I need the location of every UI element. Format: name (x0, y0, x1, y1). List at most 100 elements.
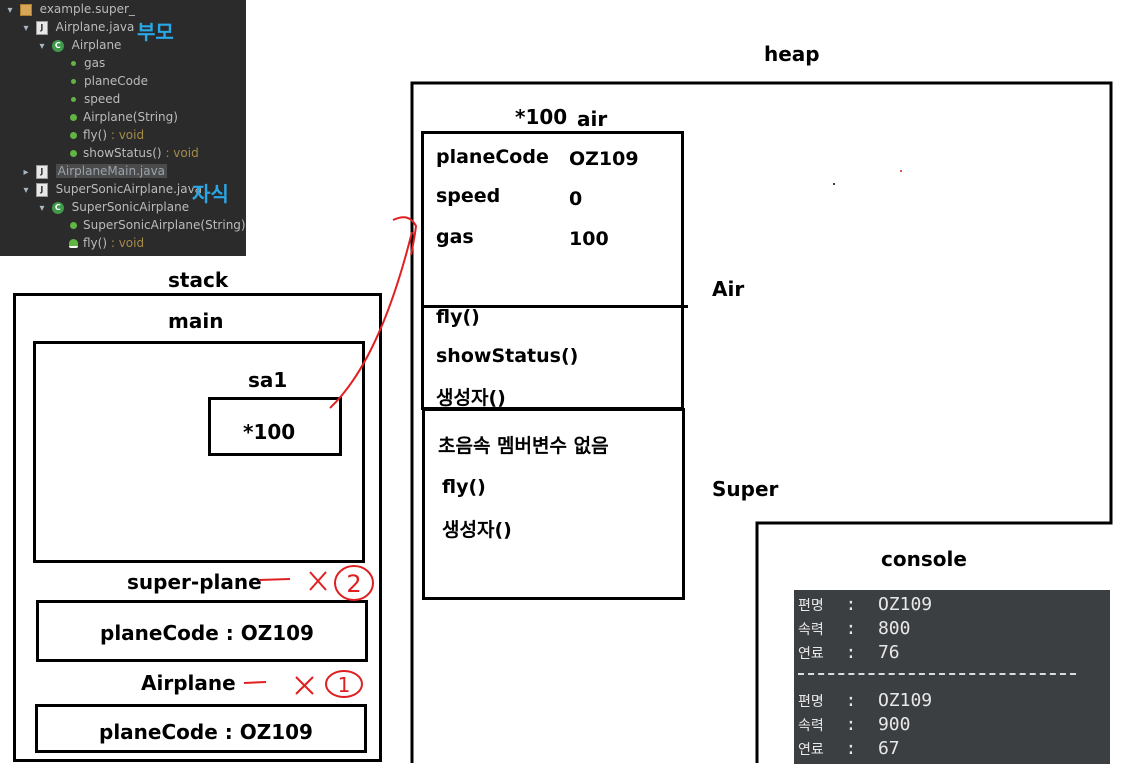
dash-mark (258, 578, 291, 581)
chevron-right-icon[interactable]: ▸ (23, 167, 29, 178)
class-label: SuperSonicAirplane (71, 200, 190, 214)
main-label: main (168, 309, 224, 333)
class-icon: C (51, 39, 64, 52)
tree-class-supersonic[interactable]: ▾ C SuperSonicAirplane (36, 198, 189, 216)
console-line: 편명 : OZ109 (798, 594, 933, 615)
tree-ctor-airplane[interactable]: Airplane(String) (68, 108, 178, 126)
airplane-label: Airplane (141, 671, 236, 695)
method-icon (70, 132, 77, 139)
field-label: gas (84, 56, 106, 70)
circled-number-2: 2 (346, 570, 361, 598)
java-file-icon: J (35, 182, 48, 197)
console-value: 76 (877, 642, 900, 663)
child-note: 자식 (192, 182, 229, 206)
field-value: 0 (569, 188, 583, 210)
method-label: fly() (83, 128, 108, 142)
console-value: OZ109 (877, 690, 933, 711)
method-name: showStatus() (436, 345, 579, 367)
java-file-icon: J (35, 164, 48, 179)
tree-package[interactable]: ▾ example.super_ (4, 0, 134, 18)
tree-method-fly-override[interactable]: fly() : void (68, 234, 144, 252)
file-label: SuperSonicAirplane.java (55, 182, 203, 196)
field-name: speed (436, 185, 501, 207)
field-value: OZ109 (569, 148, 639, 170)
tree-method-fly[interactable]: fly() : void (68, 126, 144, 144)
tree-method-showstatus[interactable]: showStatus() : void (68, 144, 199, 162)
chevron-down-icon[interactable]: ▾ (23, 185, 29, 196)
tree-field-planecode[interactable]: planeCode (68, 72, 148, 90)
cross-mark (309, 571, 327, 591)
circle-mark (325, 670, 363, 698)
method-label: fly() (83, 236, 108, 250)
method-label: Airplane(String) (83, 110, 178, 124)
console-key: 속력 (798, 622, 824, 638)
sa1-label: sa1 (248, 368, 288, 392)
heap-title: heap (764, 42, 820, 66)
chevron-down-icon[interactable]: ▾ (39, 41, 45, 52)
project-tree: ▾ example.super_ ▾ J Airplane.java 부모 ▾ … (0, 0, 246, 256)
method-name: fly() (436, 306, 480, 328)
chevron-down-icon[interactable]: ▾ (23, 23, 29, 34)
tree-field-speed[interactable]: speed (68, 90, 120, 108)
field-name: gas (436, 226, 474, 248)
speck (900, 170, 902, 172)
console-title: console (881, 547, 967, 571)
return-type: : void (161, 146, 199, 160)
field-icon (71, 61, 76, 66)
console-key: 연료 (798, 646, 824, 662)
field-icon (71, 97, 76, 102)
method-icon (70, 150, 77, 157)
parent-note: 부모 (137, 20, 174, 44)
air-class-label: Air (712, 277, 745, 301)
tree-ctor-supersonic[interactable]: SuperSonicAirplane(String) (68, 216, 246, 234)
airplane-frame (35, 704, 367, 753)
circle-mark (334, 565, 374, 601)
field-label: planeCode (84, 74, 149, 88)
stack-box (13, 293, 382, 762)
main-frame (33, 341, 365, 563)
console-value: OZ109 (877, 594, 933, 615)
method-name: 생성자() (436, 387, 506, 409)
console-value: 900 (877, 714, 911, 735)
sa1-reference: *100 (243, 420, 296, 444)
package-icon (19, 3, 32, 16)
tree-file-airplane[interactable]: ▾ J Airplane.java (20, 18, 134, 36)
override-method-icon (69, 239, 78, 248)
super-class-label: Super (712, 477, 779, 501)
field-method-divider (424, 305, 688, 308)
sa1-variable-box (208, 397, 342, 456)
stack-title: stack (168, 268, 229, 292)
method-label: showStatus() (83, 146, 162, 160)
class-icon: C (51, 201, 64, 214)
tree-file-supersonic[interactable]: ▾ J SuperSonicAirplane.java (20, 180, 202, 198)
console-key: 속력 (798, 718, 824, 734)
object-name: air (577, 107, 608, 131)
field-icon (71, 79, 76, 84)
console-line: 속력 : 800 (798, 618, 911, 639)
super-plane-frame (36, 600, 368, 662)
java-file-icon: J (35, 20, 48, 35)
tree-class-airplane[interactable]: ▾ C Airplane (36, 36, 121, 54)
console-value: 800 (877, 618, 911, 639)
console-value: 67 (877, 738, 900, 759)
class-label: Airplane (71, 38, 122, 52)
console-line: 속력 : 900 (798, 714, 911, 735)
chevron-down-icon[interactable]: ▾ (7, 5, 13, 16)
super-fields-note: 초음속 멤버변수 없음 (438, 435, 609, 457)
console-key: 연료 (798, 742, 824, 758)
console-line: 편명 : OZ109 (798, 690, 933, 711)
tree-file-airplanemain[interactable]: ▸ J AirplaneMain.java (20, 162, 168, 180)
tree-field-gas[interactable]: gas (68, 54, 105, 72)
reference-arrow (329, 231, 413, 409)
super-plane-value: planeCode : OZ109 (100, 621, 314, 645)
return-type: : void (107, 236, 145, 250)
heap-address: *100 (515, 105, 568, 129)
chevron-down-icon[interactable]: ▾ (39, 203, 45, 214)
method-name: 생성자() (442, 519, 512, 541)
method-name: fly() (442, 476, 486, 498)
console-line: 연료 : 67 (798, 738, 900, 759)
arrow-head (392, 216, 418, 256)
console-separator (798, 673, 1076, 675)
console-key: 편명 (798, 598, 824, 614)
